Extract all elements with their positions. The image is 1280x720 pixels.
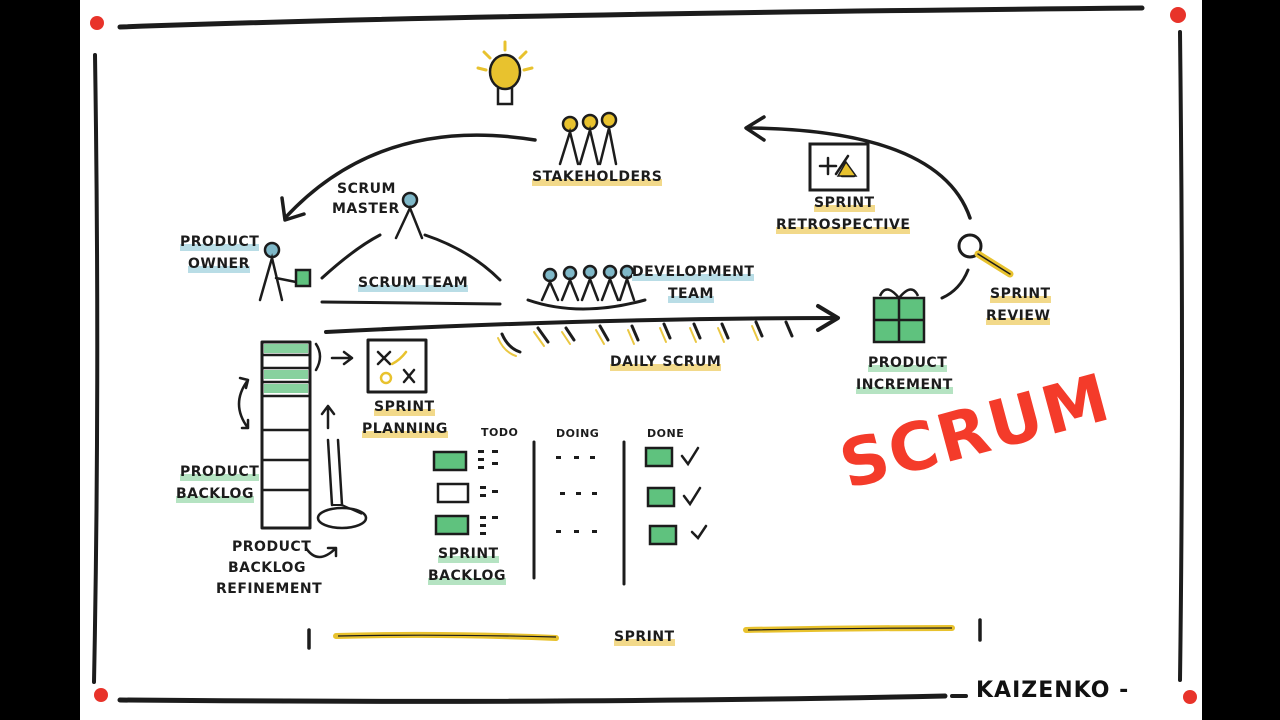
label-sprint: SPRINT — [614, 626, 675, 648]
arrow-head-top — [744, 115, 766, 142]
label-sprint-backlog-2: BACKLOG — [428, 565, 506, 587]
label-development-team-1: DEVELOPMENT — [632, 261, 755, 283]
funnel-outline — [326, 438, 344, 507]
label-sprint-review-2: REVIEW — [986, 305, 1051, 327]
frame-bottom — [117, 693, 948, 704]
planning-board-outline — [366, 338, 428, 394]
label-sprint-review-1: SPRINT — [990, 283, 1051, 305]
backlog-brace — [314, 342, 322, 372]
funnel-up-arrow — [320, 404, 336, 430]
doing-dots — [556, 456, 597, 533]
brand-name: KAIZENKO - — [976, 678, 1130, 703]
scrum-team-roof — [320, 233, 502, 282]
funnel-icon — [332, 504, 363, 515]
frame-right — [1178, 30, 1184, 682]
daily-scrum-ticks — [500, 320, 794, 354]
magnifier-icon — [957, 233, 1014, 278]
frame-left — [92, 53, 100, 684]
label-scrum-master-1: SCRUM — [337, 181, 396, 197]
product-owner-icon — [258, 241, 312, 302]
corner-dot-br — [1183, 690, 1197, 704]
label-scrum-master-2: MASTER — [332, 201, 400, 217]
scrum-master-icon — [394, 191, 424, 240]
corner-dot-bl — [94, 688, 108, 702]
arrow-head-owner — [280, 196, 306, 222]
label-product-increment-2: INCREMENT — [856, 374, 953, 396]
arrow-stakeholders-to-owner — [283, 133, 537, 220]
dev-team-boat — [526, 298, 647, 311]
sprint-bar-left-ink — [337, 634, 557, 638]
backlog-stack-outline — [260, 340, 312, 530]
label-refinement-2: BACKLOG — [228, 560, 306, 576]
label-product-backlog-2: BACKLOG — [176, 483, 254, 505]
sprint-bar-right-ink — [747, 627, 953, 631]
corner-dot-tr — [1170, 7, 1186, 23]
scrum-diagram: STAKEHOLDERS SCRUM MASTER PRODUCT OWNER … — [80, 0, 1202, 720]
sprint-flow-arrow — [324, 316, 838, 334]
label-stakeholders: STAKEHOLDERS — [532, 166, 663, 188]
todo-dots — [478, 450, 498, 535]
scrum-team-base — [320, 300, 502, 306]
planning-board-icon — [376, 350, 416, 385]
label-sprint-planning-2: PLANNING — [362, 418, 448, 440]
checkmark-icon — [680, 446, 708, 540]
backlog-reorder-arrow — [237, 376, 250, 430]
label-sprint-retrospective-1: SPRINT — [814, 192, 875, 214]
corner-dot-tl — [90, 16, 104, 30]
frame-top — [117, 5, 1145, 30]
label-daily-scrum: DAILY SCRUM — [610, 351, 722, 373]
arrow-review-to-top — [746, 126, 972, 220]
label-product-owner-2: OWNER — [188, 253, 250, 275]
increment-review-line — [940, 268, 970, 300]
development-team-icon — [540, 264, 636, 302]
label-product-backlog-1: PRODUCT — [180, 461, 260, 483]
label-sprint-backlog-1: SPRINT — [438, 543, 499, 565]
backlog-stack-icon — [264, 344, 308, 393]
gift-box-icon — [872, 288, 926, 344]
lightbulb-icon — [476, 40, 534, 106]
label-sprint-retrospective-2: RETROSPECTIVE — [776, 214, 911, 236]
refinement-arrow — [304, 546, 338, 559]
label-refinement-1: PRODUCT — [232, 539, 312, 555]
done-cards — [644, 446, 678, 546]
label-col-done: DONE — [647, 427, 685, 440]
label-development-team-2: TEAM — [668, 283, 714, 305]
label-product-owner-1: PRODUCT — [180, 231, 260, 253]
retrospective-board-icon — [808, 142, 870, 192]
stakeholders-icon — [558, 111, 618, 166]
diagram-drawing — [90, 5, 1197, 704]
label-col-doing: DOING — [556, 427, 600, 440]
label-scrum-team: SCRUM TEAM — [358, 272, 469, 294]
sprint-flow-arrow-head — [816, 304, 840, 332]
label-col-todo: TODO — [481, 426, 519, 439]
label-sprint-planning-1: SPRINT — [374, 396, 435, 418]
label-refinement-3: REFINEMENT — [216, 581, 323, 597]
brace-to-planning-arrow — [330, 350, 354, 366]
label-product-increment-1: PRODUCT — [868, 352, 948, 374]
daily-scrum-shadow — [497, 325, 759, 357]
todo-cards — [432, 450, 470, 536]
